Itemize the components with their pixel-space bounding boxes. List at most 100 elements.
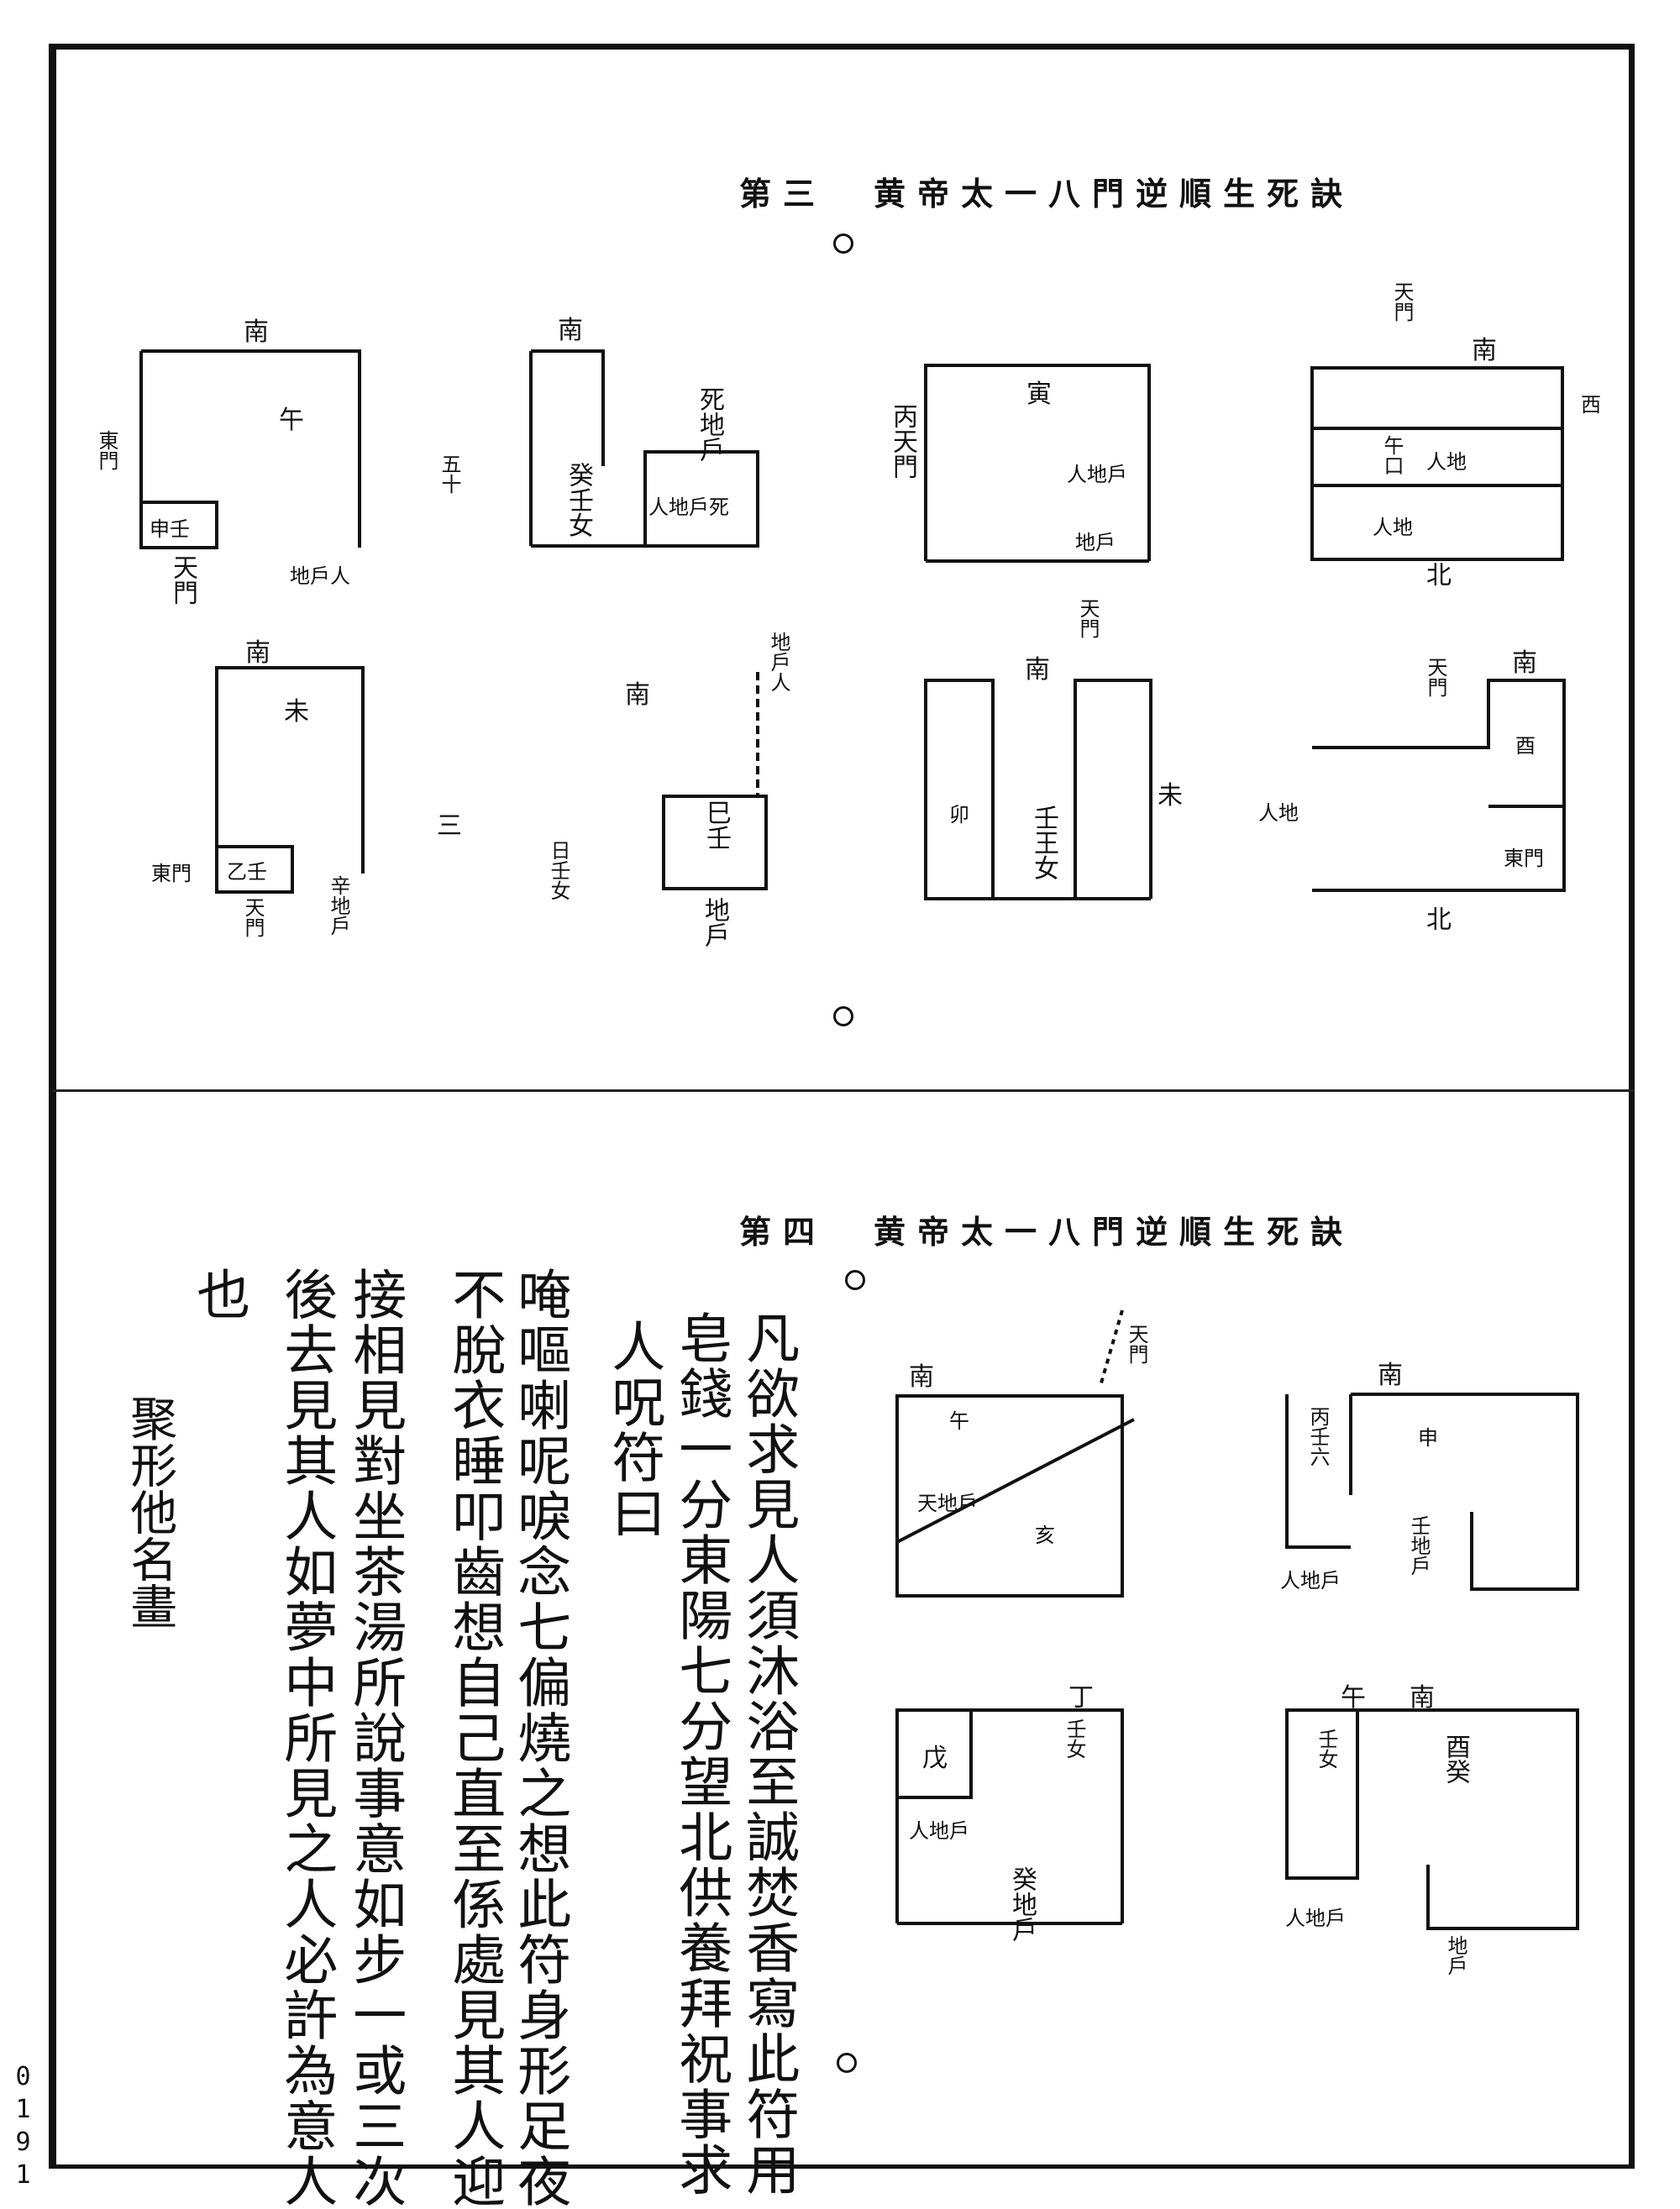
binding-hole [833, 233, 853, 254]
binding-hole [845, 1270, 865, 1290]
diagram-label: 人地 [1426, 450, 1467, 474]
diagram-label: 丁 [1068, 1683, 1094, 1713]
diagram-box [643, 450, 759, 548]
diagram-label: 寅 [1026, 380, 1052, 409]
panel-divider [52, 1089, 1635, 1092]
diagram-box [1310, 366, 1564, 430]
diagram-box [1074, 679, 1152, 899]
diagram-label: 地戶人 [290, 564, 350, 588]
binding-hole [837, 2053, 857, 2073]
diagram-label: 丙壬六 [1306, 1406, 1330, 1467]
top-section: 第三 [739, 175, 827, 213]
diagram-label: 東門 [151, 862, 192, 885]
diagram-label: 酉癸 [1441, 1734, 1470, 1784]
diagram-label: 東門 [1504, 847, 1544, 870]
diagram-label: 天門 [168, 554, 197, 605]
diagram-label: 地戶 [1075, 531, 1116, 554]
page-frame [49, 44, 1635, 2169]
diagram-label: 天門 [1390, 281, 1414, 322]
diagram-box [895, 1394, 1124, 1598]
diagram-label: 卯 [949, 803, 969, 826]
symbol-label: 聚形他名畫 [122, 1394, 177, 1629]
diagram-label: 壬女 [1315, 1729, 1338, 1769]
diagram-label: 五十 [438, 454, 461, 494]
diagram-label: 壬地戶 [1407, 1515, 1431, 1576]
diagram-label: 天門 [1076, 598, 1100, 638]
text-column: 後去見其人如夢中所見之人必許為意人 [275, 1267, 338, 2209]
diagram-box [1285, 1708, 1359, 1880]
diagram-label: 人地戶死 [648, 496, 729, 519]
diagram-label: 午 [949, 1409, 969, 1433]
diagram-box [215, 845, 294, 894]
diagram-label: 地戶 [1444, 1935, 1467, 1976]
diagram-label: 未 [1158, 781, 1183, 811]
diagram-label: 壬王女 [1029, 805, 1058, 880]
text-column: 唵嘔喇呢唳念七偏燒之想此符身形足夜 [508, 1267, 571, 2209]
diagram-label: 南 [1410, 1683, 1435, 1713]
diagram-label: 西 [1581, 393, 1601, 417]
diagram-label: 申 [1418, 1426, 1438, 1450]
diagram-label: 人地戶 [1067, 463, 1127, 486]
diagram-label: 人地 [1258, 801, 1299, 825]
diagram-label: 人地戶 [909, 1819, 969, 1843]
diagram-box [662, 795, 768, 890]
diagram-label: 東門 [95, 430, 118, 470]
top-title: 黄帝太一八門逆順生死訣 [874, 175, 1355, 213]
diagram-box [215, 666, 365, 892]
diagram-label: 天門 [1424, 657, 1447, 697]
diagram-label: 南 [1472, 336, 1497, 365]
diagram-label: 丙天門 [888, 403, 917, 479]
diagram-label: 申壬 [150, 517, 190, 541]
diagram-label: 南 [1512, 648, 1537, 678]
diagram-label: 乙壬 [227, 860, 267, 884]
diagram-label: 地戶 [700, 897, 729, 947]
diagram-label: 酉 [1515, 734, 1536, 758]
diagram-label: 癸地戶 [1007, 1866, 1037, 1942]
diagram-label: 日壬女 [547, 840, 570, 900]
diagram-label: 地戶人 [767, 632, 790, 692]
diagram-label: 南 [245, 638, 270, 668]
text-column: 皂錢一分東陽七分望北供養拜祝事求 [669, 1310, 732, 2197]
diagram-label: 巳壬 [701, 800, 731, 850]
text-column: 人呪符曰 [602, 1319, 665, 1540]
diagram-label: 午口 [1380, 435, 1404, 475]
diagram-label: 天門 [1125, 1324, 1148, 1364]
diagram-label: 午 [1341, 1683, 1366, 1713]
diagram-label: 南 [244, 317, 269, 347]
diagram-box [1312, 679, 1566, 892]
diagram-label: 辛地戶 [327, 875, 350, 936]
diagram-label: 北 [1426, 905, 1452, 935]
diagram-label: 天門 [241, 897, 265, 937]
diagram-box [139, 501, 218, 549]
diagram-label: 亥 [1035, 1524, 1055, 1547]
diagram-label: 壬女 [1063, 1718, 1086, 1759]
diagram-box [895, 1708, 973, 1799]
text-column: 不脫衣睡叩齒想自己直至係處見其人迎 [443, 1267, 506, 2209]
diagram-label: 北 [1426, 561, 1452, 590]
diagram-label: 午 [279, 406, 304, 435]
diagram-label: 南 [1378, 1361, 1403, 1390]
text-column: 也 [187, 1267, 250, 1322]
diagram-label: 癸壬女 [564, 462, 593, 538]
bottom-section: 第四 [739, 1213, 827, 1251]
diagram-label: 人地戶 [1280, 1569, 1341, 1592]
diagram-label: 南 [558, 316, 583, 345]
text-column: 接相見對坐茶湯所說事意如步一或三次 [344, 1267, 407, 2209]
diagram-box [141, 349, 361, 548]
binding-hole [833, 1006, 853, 1026]
diagram-label: 戊 [922, 1744, 948, 1773]
page-number: 0191 [8, 2062, 38, 2193]
diagram-label: 南 [909, 1362, 934, 1392]
diagram-label: 天地戶 [917, 1492, 978, 1515]
diagram-box [1351, 1393, 1579, 1591]
diagram-box [895, 1708, 1124, 1923]
diagram-label: 南 [625, 680, 650, 710]
diagram-label: 未 [284, 697, 309, 727]
diagram-label: 人地戶 [1285, 1907, 1346, 1930]
diagram-label: 人地 [1373, 516, 1413, 539]
diagram-box [1310, 484, 1564, 561]
diagram-box [1285, 1394, 1351, 1549]
diagram-box [531, 349, 605, 466]
diagram-label: 南 [1025, 655, 1050, 685]
